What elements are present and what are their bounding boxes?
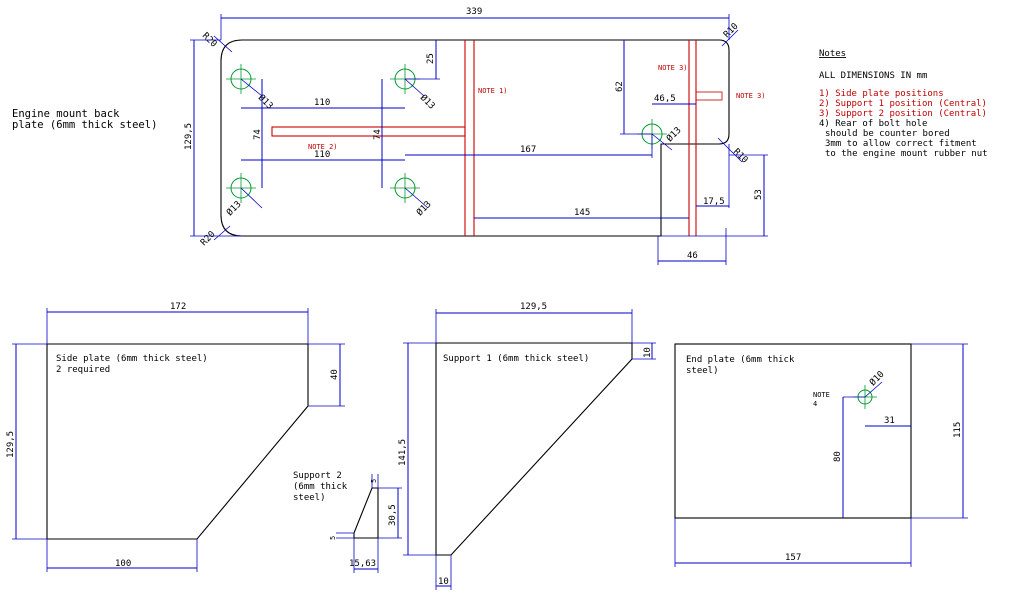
dim-vertical-left: 74 [253,129,263,140]
end-plate-hole-label: Ø10 [867,369,886,388]
dim-46: 46 [687,251,698,261]
support1-title: Support 1 (6mm thick steel) [443,354,589,364]
back-plate-title-line1: Engine mount back [12,108,120,120]
dim-side-top: 172 [170,302,186,312]
note-item: 1) Side plate positions [819,89,944,99]
notes-heading: Notes [819,49,846,59]
dim-support1-bottom: 10 [438,577,449,587]
dim-145: 145 [574,208,590,218]
support2-outline [353,487,379,539]
back-plate: Engine mount back plate (6mm thick steel… [12,7,768,265]
end-plate-note-line2: 4 [813,400,817,408]
support2-title-line1: Support 2 [293,471,342,481]
side-plate-title-line2: 2 required [56,365,110,375]
end-plate-title-line2: steel) [686,366,719,376]
radius-tr-label: R10 [722,22,741,41]
dim-support2-top: 5 [370,479,378,483]
note2-label: NOTE 2) [308,143,338,151]
support2-title-line2: (6mm thick [293,482,348,492]
note-item: 3mm to allow correct fitment [825,139,977,149]
support1-position [271,126,466,137]
dim-side-right: 40 [330,369,340,380]
dim-17-5: 17,5 [703,197,725,207]
end-plate-title-line1: End plate (6mm thick [686,355,795,365]
support2: Support 2 (6mm thick steel) 5 30,5 5 15,… [293,471,402,573]
end-plate-outline [674,343,912,519]
back-plate-outline [220,39,730,237]
hole-dia-label: Ø13 [664,125,683,144]
dim-support1-top: 129,5 [520,302,547,312]
side-plate-title-line1: Side plate (6mm thick steel) [56,354,208,364]
dim-end-width: 157 [785,553,801,563]
dim-side-height: 129,5 [6,431,16,458]
end-plate-note-line1: NOTE [813,391,830,399]
support1-outline [435,342,633,556]
note-item: 2) Support 1 position (Central) [819,99,987,109]
note-item: to the engine mount rubber nut [825,149,988,159]
note-item: 4) Rear of bolt hole [819,119,927,129]
dim-top-offset: 25 [426,53,436,64]
radius-br-label: R10 [731,147,750,166]
dim-53: 53 [754,189,764,200]
back-plate-title-line2: plate (6mm thick steel) [12,119,157,131]
note3-label: NOTE 3) [658,64,688,72]
dim-end-80: 80 [833,451,843,462]
dim-support1-right: 10 [643,347,653,358]
dim-hole-spacing-top: 110 [314,98,330,108]
dim-support2-height: 30,5 [388,504,398,526]
note-item: 3) Support 2 position (Central) [819,109,987,119]
note1-label: NOTE 1) [478,87,508,95]
support1: Support 1 (6mm thick steel) 129,5 141,5 … [398,302,656,590]
dim-side-bottom: 100 [115,559,131,569]
note-item: should be counter bored [825,129,950,139]
radius-bl-label: R20 [199,230,218,249]
dim-support1-height: 141,5 [398,439,408,466]
hole-dia-label: Ø13 [418,92,437,111]
dim-height: 129,5 [184,123,194,150]
dim-right-hole-offset: 62 [615,81,625,92]
note3b-label: NOTE 3) [736,92,766,100]
dim-vertical-right: 74 [373,129,383,140]
dim-end-height: 115 [953,422,963,438]
support2-title-line3: steel) [293,493,326,503]
dim-overall-width: 339 [466,7,482,17]
hole-dia-label: Ø13 [256,92,275,111]
notes-all-dims: ALL DIMENSIONS IN mm [819,71,927,81]
end-plate: End plate (6mm thick steel) NOTE 4 Ø10 3… [674,343,968,567]
notes-panel: Notes ALL DIMENSIONS IN mm 1) Side plate… [819,49,988,159]
dim-hole-spacing-bottom: 110 [314,150,330,160]
dim-end-31: 31 [884,416,895,426]
side-plate-outline [46,343,309,540]
dim-167: 167 [520,145,536,155]
dim-46-5: 46,5 [654,94,676,104]
dim-support2-bottom: 15,63 [349,559,376,569]
side-plate: Side plate (6mm thick steel) 2 required … [6,302,345,572]
hole-dia-label: Ø13 [414,199,433,218]
dim-support2-left: 5 [329,536,337,540]
